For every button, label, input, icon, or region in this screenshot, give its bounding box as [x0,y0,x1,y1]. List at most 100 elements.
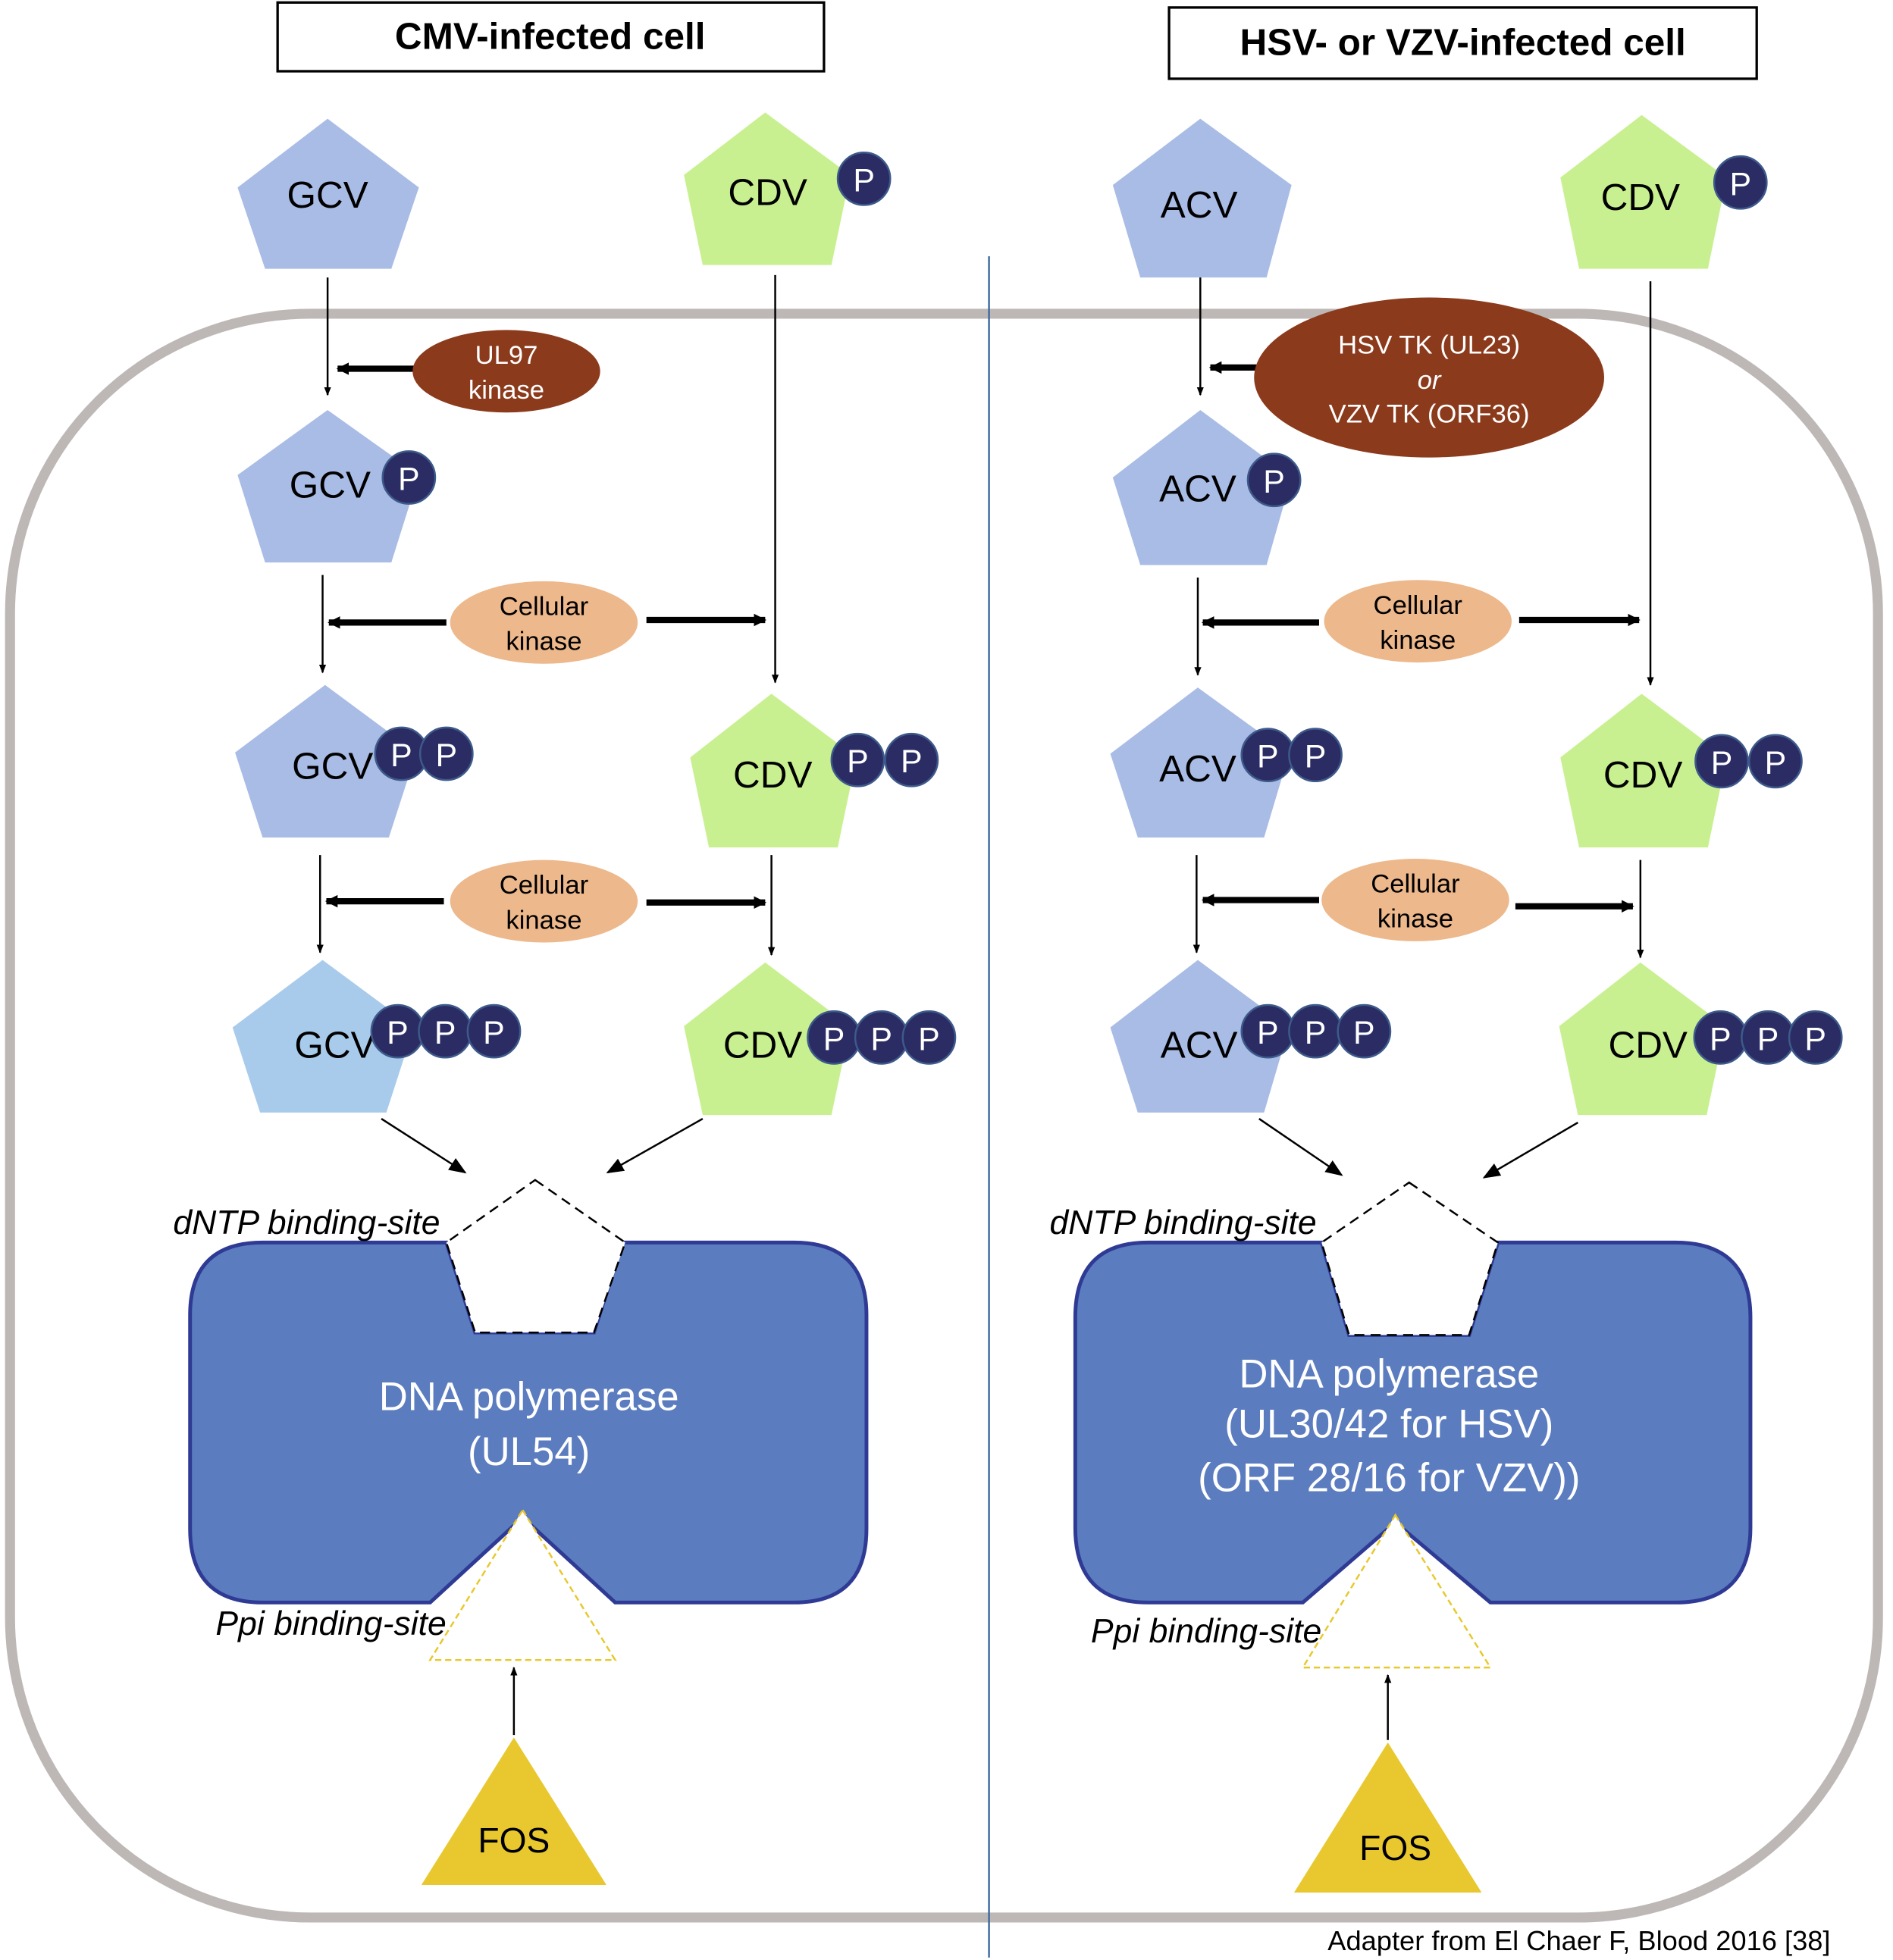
gcv-diphosphate: GCV P P [235,684,474,838]
phosphate [418,726,474,781]
phosphate-label: P [901,744,923,780]
phosphate-label: P [1257,739,1279,775]
cdv-label: CDV [1601,177,1680,218]
polymerase-line-3: (ORF 28/16 for VZV)) [1198,1456,1580,1501]
arrow-cdvppp-to-site-right [1482,1121,1578,1179]
phosphate-label: P [1804,1021,1826,1057]
fos-label: FOS [1359,1828,1431,1868]
ck-line-2: kinase [1380,626,1456,655]
phosphate-label: P [1305,1015,1327,1051]
phosphate [830,732,885,787]
polymerase-line-1: DNA polymerase [379,1374,679,1419]
ck-line-2: kinase [506,906,581,935]
gcv-triphosphate: GCV P P P [232,960,522,1113]
right-title-box: HSV- or VZV-infected cell [1167,6,1758,80]
ck-line-2: kinase [506,628,581,656]
gcv-label: GCV [287,174,368,216]
right-ppi-binding-site [1301,1513,1493,1669]
phosphate [1713,155,1768,210]
phosphate-label: P [1710,1021,1732,1057]
phosphate-label: P [1765,745,1787,781]
phosphate [836,151,892,206]
cdv-triphosphate-left: CDV P P P [684,962,957,1116]
gcv: GCV [237,118,419,269]
cell-membrane [5,308,1883,1923]
phosphate [1788,1010,1843,1065]
phosphate-label: P [436,737,458,774]
right-title: HSV- or VZV-infected cell [1240,22,1685,64]
gcv-monophosphate: GCV P [237,409,437,563]
acv-label: ACV [1161,1024,1238,1066]
ul97-line-2: kinase [469,376,544,405]
right-cellular-kinase-2: Cellular kinase [1321,859,1509,941]
cdv-label: CDV [1608,1024,1687,1066]
acv-monophosphate: ACV P [1112,409,1302,565]
phosphate [1337,1003,1392,1059]
left-dntp-site-label: dNTP binding-site [173,1204,440,1241]
ck-line-1: Cellular [1371,870,1459,899]
phosphate-label: P [1729,166,1751,202]
ck-line-1: Cellular [1374,591,1462,620]
right-ppi-site-label: Ppi binding-site [1091,1613,1321,1650]
viral-thymidine-kinase: HSV TK (UL23) or VZV TK (ORF36) [1254,297,1604,458]
gcv-label: GCV [292,745,373,787]
phosphate-label: P [390,737,412,774]
left-title: CMV-infected cell [395,15,706,57]
phosphate-label: P [1757,1021,1779,1057]
gcv-label: GCV [294,1024,375,1066]
ul97-line-1: UL97 [475,341,538,370]
left-fos: FOS [421,1737,606,1886]
right-dntp-binding-site [1320,1181,1500,1336]
left-title-box: CMV-infected cell [276,1,826,73]
phosphate-label: P [870,1021,892,1057]
phosphate [1288,728,1343,783]
phosphate-label: P [823,1021,845,1057]
phosphate [1748,734,1803,789]
phosphate [901,1010,957,1065]
ck-line-1: Cellular [500,871,588,900]
phosphate-label: P [1263,464,1285,500]
tk-line-2: or [1418,366,1442,395]
phosphate-label: P [398,462,420,498]
tk-line-1: HSV TK (UL23) [1338,331,1520,360]
phosphate [466,1003,522,1059]
cdv-label: CDV [733,754,812,796]
fos-label: FOS [478,1821,550,1860]
polymerase-line-2: (UL54) [468,1429,590,1474]
ck-line-1: Cellular [500,592,588,621]
gcv-label: GCV [290,464,371,506]
right-fos: FOS [1293,1742,1482,1893]
source-credit: Adapter from El Chaer F, Blood 2016 [38] [1327,1925,1830,1956]
left-cellular-kinase-1: Cellular kinase [450,581,638,664]
left-dntp-binding-site [445,1179,627,1334]
polymerase-line-1: DNA polymerase [1239,1352,1539,1397]
cdv-label: CDV [728,171,807,213]
tk-line-3: VZV TK (ORF36) [1329,399,1530,428]
right-dntp-site-label: dNTP binding-site [1050,1204,1317,1241]
acv-triphosphate: ACV P P P [1110,960,1392,1113]
phosphate-label: P [434,1015,456,1051]
arrow-gcvppp-to-site [381,1118,467,1174]
arrow-acvppp-to-site [1258,1118,1343,1176]
cdv-label: CDV [723,1024,802,1066]
acv-diphosphate: ACV P P [1110,687,1343,838]
phosphate-label: P [1353,1015,1375,1051]
phosphate-label: P [1305,739,1327,775]
phosphate-label: P [1711,745,1733,781]
cdv-triphosphate-right: CDV P P P [1559,962,1843,1116]
phosphate [884,732,939,787]
phosphate-label: P [387,1015,409,1051]
arrow-cdvppp-to-site-left [606,1117,704,1174]
phosphate [1246,452,1302,508]
polymerase-line-2: (UL30/42 for HSV) [1224,1402,1553,1447]
ul97-kinase: UL97 kinase [412,330,600,413]
cdv-diphosphate-right: CDV P P [1560,694,1803,848]
phosphate [381,450,437,505]
phosphate-label: P [1257,1015,1279,1051]
right-cellular-kinase-1: Cellular kinase [1324,580,1512,663]
left-dna-polymerase: DNA polymerase (UL54) [188,1240,869,1605]
cdv-label: CDV [1603,754,1682,796]
phosphate-label: P [483,1015,505,1051]
right-dna-polymerase: DNA polymerase (UL30/42 for HSV) (ORF 28… [1073,1240,1753,1605]
